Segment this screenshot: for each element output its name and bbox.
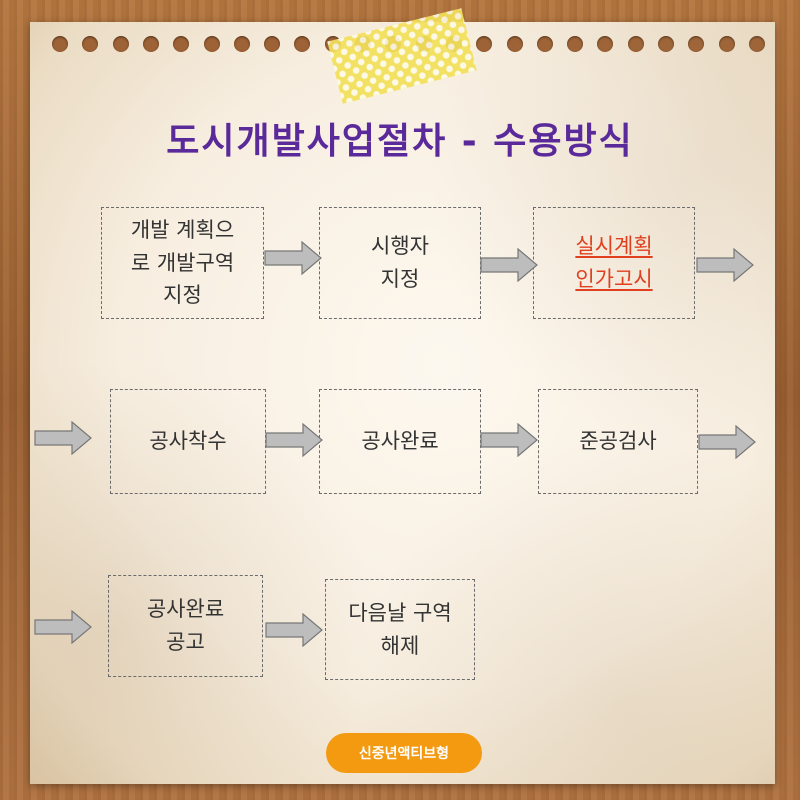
punch-hole (476, 36, 493, 52)
brand-badge: 신중년액티브형 (326, 733, 482, 773)
punch-hole (203, 36, 220, 52)
arrow-right-icon (698, 425, 756, 459)
arrow-right-icon (480, 248, 538, 282)
arrow-right-icon (34, 610, 92, 644)
punch-hole (173, 36, 190, 52)
arrow-right-icon (34, 421, 92, 455)
punch-hole (82, 36, 99, 52)
punch-hole (506, 36, 523, 52)
punch-hole (52, 36, 68, 52)
step-box-2: 시행자 지정 (319, 207, 481, 319)
punch-hole (748, 36, 765, 52)
step-box-8: 다음날 구역 해제 (325, 579, 475, 680)
step-box-5: 공사완료 (319, 389, 481, 494)
punch-hole (112, 36, 129, 52)
step-box-7: 공사완료 공고 (108, 575, 263, 677)
punch-hole (567, 36, 584, 52)
punch-hole (627, 36, 644, 52)
punch-hole (142, 36, 159, 52)
arrow-right-icon (480, 423, 538, 457)
punch-hole (294, 36, 311, 52)
step-box-1: 개발 계획으 로 개발구역 지정 (101, 207, 264, 319)
punch-hole (233, 36, 250, 52)
arrow-right-icon (265, 613, 323, 647)
punch-hole (264, 36, 281, 52)
punch-hole (718, 36, 735, 52)
arrow-right-icon (264, 241, 322, 275)
punch-hole (688, 36, 705, 52)
punch-hole (597, 36, 614, 52)
paper-background (30, 22, 775, 784)
punch-hole (658, 36, 674, 52)
arrow-right-icon (265, 423, 323, 457)
arrow-right-icon (696, 248, 754, 282)
step-box-4: 공사착수 (110, 389, 266, 494)
diagram-title: 도시개발사업절차 - 수용방식 (166, 121, 634, 162)
punch-hole (536, 36, 553, 52)
step-box-3: 실시계획 인가고시 (533, 207, 695, 319)
step-box-6: 준공검사 (538, 389, 698, 494)
